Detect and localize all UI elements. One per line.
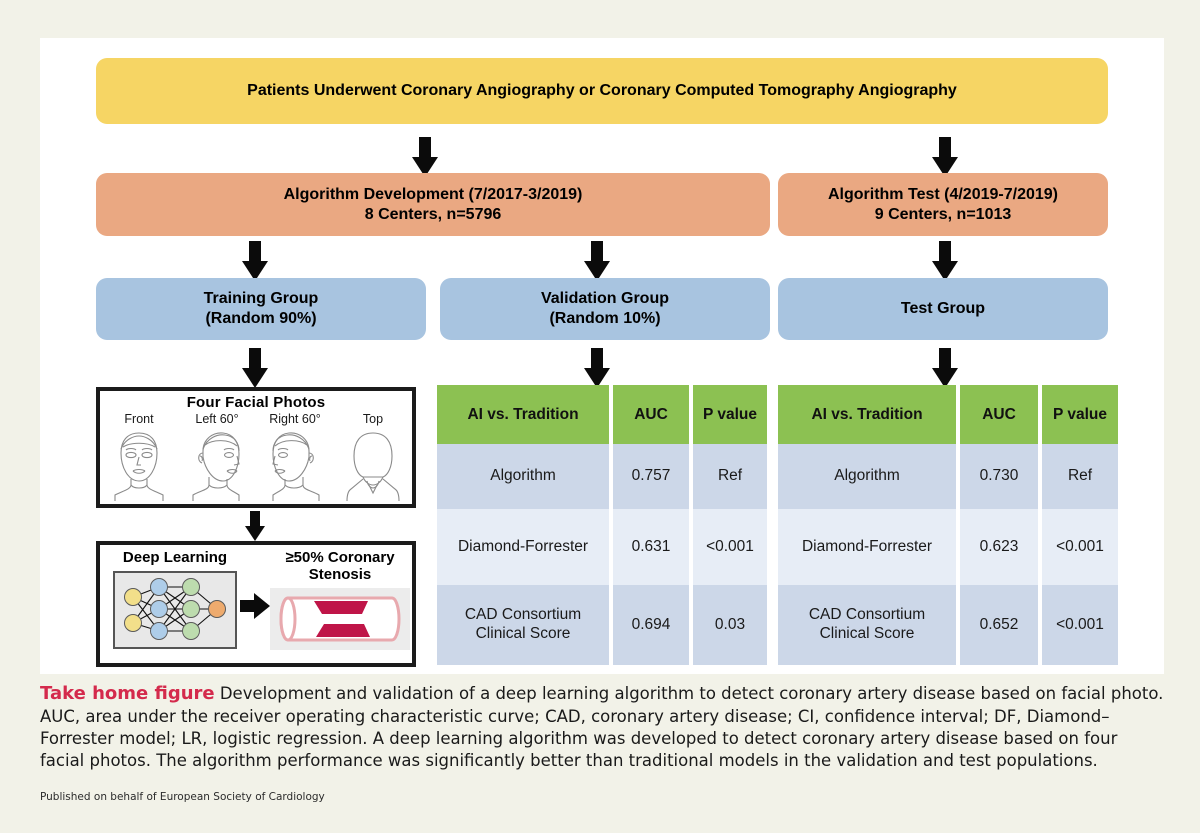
publisher-note: Published on behalf of European Society … bbox=[40, 791, 325, 803]
photo-cell-front: Front bbox=[103, 412, 175, 501]
cell-model: CAD Consortium Clinical Score bbox=[437, 585, 609, 665]
cell-model-line1: CAD Consortium bbox=[808, 606, 926, 624]
cell-model: CAD Consortium Clinical Score bbox=[778, 585, 956, 665]
test-group-line1: Test Group bbox=[900, 300, 986, 317]
four-facial-photos-panel: Four Facial Photos Front bbox=[96, 387, 416, 508]
table-row: Diamond-Forrester 0.631 <0.001 bbox=[437, 509, 767, 585]
algorithm-development-line1: Algorithm Development (7/2017-3/2019) bbox=[283, 185, 583, 203]
table-header-row: AI vs. Tradition AUC P value bbox=[437, 385, 767, 444]
face-right-icon bbox=[272, 432, 320, 501]
table-row: CAD Consortium Clinical Score 0.652 <0.0… bbox=[778, 585, 1118, 665]
algorithm-development-line2: 8 Centers, n=5796 bbox=[364, 205, 502, 223]
cell-model: Diamond-Forrester bbox=[778, 509, 956, 585]
cell-auc: 0.652 bbox=[960, 585, 1038, 665]
col-pvalue: P value bbox=[693, 385, 767, 444]
arrow-development-to-training bbox=[242, 241, 268, 281]
algorithm-test-line2: 9 Centers, n=1013 bbox=[874, 205, 1012, 223]
col-model: AI vs. Tradition bbox=[437, 385, 609, 444]
arrow-test-to-test-group bbox=[932, 241, 958, 281]
table-row: Diamond-Forrester 0.623 <0.001 bbox=[778, 509, 1118, 585]
face-left-icon bbox=[192, 432, 240, 501]
col-gap-2 bbox=[1038, 385, 1042, 444]
training-group-line2: (Random 90%) bbox=[205, 310, 317, 327]
cell-pvalue: <0.001 bbox=[1042, 585, 1118, 665]
algorithm-test-box: Algorithm Test (4/2019-7/2019) 9 Centers… bbox=[778, 173, 1108, 236]
cell-auc: 0.623 bbox=[960, 509, 1038, 585]
col-gap-1 bbox=[609, 385, 613, 444]
cell-model-line1: CAD Consortium bbox=[464, 606, 582, 624]
col-auc: AUC bbox=[960, 385, 1038, 444]
arrow-top-to-test bbox=[932, 137, 958, 177]
validation-group-line2: (Random 10%) bbox=[549, 310, 661, 327]
cell-model-line2: Clinical Score bbox=[819, 625, 915, 642]
table-row: Algorithm 0.757 Ref bbox=[437, 444, 767, 509]
vessel-box bbox=[270, 587, 410, 650]
training-group-box: Training Group (Random 90%) bbox=[96, 278, 426, 340]
arrow-photos-to-deep-learning bbox=[245, 511, 265, 541]
figure-caption: Take home figure Development and validat… bbox=[40, 682, 1164, 772]
cell-auc: 0.631 bbox=[613, 509, 689, 585]
deep-learning-panel: Deep Learning bbox=[96, 541, 416, 667]
photo-caption-front: Front bbox=[124, 412, 154, 426]
cell-pvalue: Ref bbox=[693, 444, 767, 509]
cell-auc: 0.757 bbox=[613, 444, 689, 509]
cell-pvalue: 0.03 bbox=[693, 585, 767, 665]
training-group-line1: Training Group bbox=[203, 290, 319, 307]
arrow-top-to-development bbox=[412, 137, 438, 177]
col-gap-1 bbox=[956, 385, 960, 444]
cell-model: Diamond-Forrester bbox=[437, 509, 609, 585]
cell-auc: 0.694 bbox=[613, 585, 689, 665]
deep-learning-title: Deep Learning bbox=[122, 549, 228, 566]
caption-body: Development and validation of a deep lea… bbox=[40, 684, 1164, 770]
test-group-box: Test Group bbox=[778, 278, 1108, 340]
deep-learning-right: ≥50% Coronary Stenosis bbox=[268, 549, 412, 650]
validation-group-line1: Validation Group bbox=[540, 290, 669, 307]
photo-cell-top: Top bbox=[337, 412, 409, 501]
cell-pvalue: Ref bbox=[1042, 444, 1118, 509]
stenosed-artery-icon bbox=[270, 587, 410, 650]
caption-lead: Take home figure bbox=[40, 683, 215, 704]
face-top-icon bbox=[346, 432, 400, 501]
cell-pvalue: <0.001 bbox=[693, 509, 767, 585]
cell-pvalue: <0.001 bbox=[1042, 509, 1118, 585]
neural-network-box bbox=[113, 571, 237, 649]
photo-caption-top: Top bbox=[362, 412, 384, 426]
col-auc: AUC bbox=[613, 385, 689, 444]
arrow-validation-to-table bbox=[584, 348, 610, 388]
table-row: CAD Consortium Clinical Score 0.694 0.03 bbox=[437, 585, 767, 665]
table-row: Algorithm 0.730 Ref bbox=[778, 444, 1118, 509]
photo-cell-left60: Left 60° bbox=[181, 412, 253, 501]
test-results-table: AI vs. Tradition AUC P value Algorithm 0… bbox=[778, 385, 1118, 665]
outcome-line1: ≥50% Coronary bbox=[285, 549, 395, 566]
algorithm-test-line1: Algorithm Test (4/2019-7/2019) bbox=[827, 185, 1058, 203]
cell-model-line2: Clinical Score bbox=[475, 625, 571, 642]
col-pvalue: P value bbox=[1042, 385, 1118, 444]
face-front-icon bbox=[114, 432, 164, 501]
validation-group-box: Validation Group (Random 10%) bbox=[440, 278, 770, 340]
top-cohort-box: Patients Underwent Coronary Angiography … bbox=[96, 58, 1108, 124]
arrow-testgroup-to-table bbox=[932, 348, 958, 388]
arrow-nn-to-outcome bbox=[240, 593, 270, 619]
photos-panel-title: Four Facial Photos bbox=[186, 394, 326, 411]
figure-panel: Patients Underwent Coronary Angiography … bbox=[40, 38, 1164, 674]
cell-model: Algorithm bbox=[437, 444, 609, 509]
photo-caption-left60: Left 60° bbox=[195, 412, 239, 426]
deep-learning-left: Deep Learning bbox=[108, 549, 242, 649]
cell-auc: 0.730 bbox=[960, 444, 1038, 509]
arrow-training-to-photos bbox=[242, 348, 268, 388]
col-model: AI vs. Tradition bbox=[778, 385, 956, 444]
photo-caption-right60: Right 60° bbox=[269, 412, 321, 426]
top-cohort-label: Patients Underwent Coronary Angiography … bbox=[247, 82, 957, 99]
neural-network-icon bbox=[124, 578, 226, 640]
table-header-row: AI vs. Tradition AUC P value bbox=[778, 385, 1118, 444]
algorithm-development-box: Algorithm Development (7/2017-3/2019) 8 … bbox=[96, 173, 770, 236]
outcome-line2: Stenosis bbox=[308, 566, 372, 584]
photo-cell-right60: Right 60° bbox=[259, 412, 331, 501]
col-gap-2 bbox=[689, 385, 693, 444]
photos-row: Front bbox=[100, 412, 412, 501]
validation-results-table: AI vs. Tradition AUC P value Algorithm 0… bbox=[437, 385, 767, 665]
cell-model: Algorithm bbox=[778, 444, 956, 509]
arrow-development-to-validation bbox=[584, 241, 610, 281]
